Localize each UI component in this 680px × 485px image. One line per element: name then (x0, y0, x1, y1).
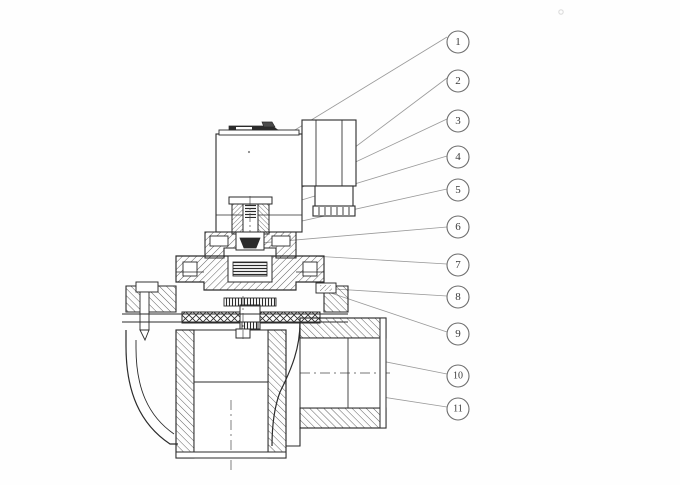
callout-circle-5[interactable] (446, 178, 470, 202)
upper-body-flange (125, 281, 349, 342)
connector-body-upper (301, 119, 357, 187)
callout-circle-8[interactable] (446, 285, 470, 309)
inlet-bottom-rim (175, 451, 287, 459)
body-left-inner-wall (135, 340, 175, 435)
bonnet-spring-chamber (232, 261, 268, 277)
leader-line-7 (312, 255, 448, 265)
callout-bubbles-group: 1 2 3 4 5 6 7 (446, 30, 470, 421)
bonnet-bolt-right (302, 261, 318, 277)
outlet-bore-lower-wall (299, 407, 387, 429)
callout-4[interactable]: 4 (446, 145, 470, 169)
inlet-bore-right-wall (267, 329, 287, 459)
callout-circle-7[interactable] (446, 253, 470, 277)
inlet-bore-left-wall (175, 329, 195, 459)
flange-stud-left (139, 291, 150, 331)
armature-core-assembly (228, 196, 273, 236)
callout-label-5: 5 (455, 184, 461, 196)
coil-nameplate-inset (236, 127, 252, 130)
callout-circle-1[interactable] (446, 30, 470, 54)
callout-10[interactable]: 10 (446, 364, 470, 388)
bonnet-bolt-left (182, 261, 198, 277)
callout-7[interactable]: 7 (446, 253, 470, 277)
scan-speck (558, 9, 564, 15)
flange-boss-left (135, 281, 159, 293)
scan-speck (247, 150, 251, 154)
callout-8[interactable]: 8 (446, 285, 470, 309)
body-bottom-right-fillet (286, 428, 301, 447)
callout-label-10: 10 (453, 371, 463, 382)
callout-label-1: 1 (455, 36, 461, 48)
coil-clip-tab (261, 121, 276, 128)
callout-3[interactable]: 3 (446, 109, 470, 133)
electrical-connector-assembly (301, 119, 357, 217)
callout-label-11: 11 (453, 404, 463, 415)
valve-seat-detail (235, 296, 251, 340)
diaphragm-support-washer (223, 297, 277, 307)
plunger-spring-zone (245, 204, 256, 218)
callout-circle-3[interactable] (446, 109, 470, 133)
body-left-outer-wall (125, 330, 178, 445)
callout-label-3: 3 (455, 115, 461, 127)
core-tube-right (257, 203, 270, 235)
callout-circle-6[interactable] (446, 215, 470, 239)
outlet-throat-curve (271, 321, 301, 447)
connector-pin-block (312, 205, 356, 217)
callout-9[interactable]: 9 (446, 322, 470, 346)
coil-top-plate (218, 129, 300, 136)
outlet-bore-upper-wall (299, 317, 387, 339)
leader-line-1 (271, 36, 448, 145)
callout-label-9: 9 (455, 328, 461, 340)
callout-circle-9[interactable] (446, 322, 470, 346)
core-tube-left (231, 203, 244, 235)
callout-2[interactable]: 2 (446, 69, 470, 93)
diaphragm-assembly (122, 297, 348, 333)
callout-6[interactable]: 6 (446, 215, 470, 239)
scan-speck-group (247, 9, 564, 154)
bonnet-assembly (175, 255, 325, 291)
connector-pins-group (318, 207, 350, 215)
callout-circle-4[interactable] (446, 145, 470, 169)
callout-circle-10[interactable] (446, 364, 470, 388)
callout-label-7: 7 (455, 259, 461, 271)
callout-circle-2[interactable] (446, 69, 470, 93)
core-top-cap (228, 196, 273, 205)
callout-label-8: 8 (455, 291, 461, 303)
pilot-orifice-detail (239, 237, 261, 249)
pilot-left-port (209, 235, 229, 247)
callout-label-6: 6 (455, 221, 461, 233)
valve-body-casting (125, 317, 394, 470)
callout-5[interactable]: 5 (446, 178, 470, 202)
inlet-bore-cavity (193, 329, 269, 459)
body-flange-left-arm (125, 285, 177, 313)
callout-1[interactable]: 1 (446, 30, 470, 54)
callout-11[interactable]: 11 (446, 397, 470, 421)
connector-body-lower (314, 185, 354, 209)
flange-stud-left-tip (139, 329, 150, 342)
flange-boss-right-inner (320, 285, 332, 291)
pilot-valve-block (204, 231, 297, 259)
callout-circle-11[interactable] (446, 397, 470, 421)
callout-label-4: 4 (455, 151, 461, 163)
callout-label-2: 2 (455, 75, 461, 87)
pilot-right-port (271, 235, 291, 247)
outlet-end-rim (379, 317, 387, 429)
